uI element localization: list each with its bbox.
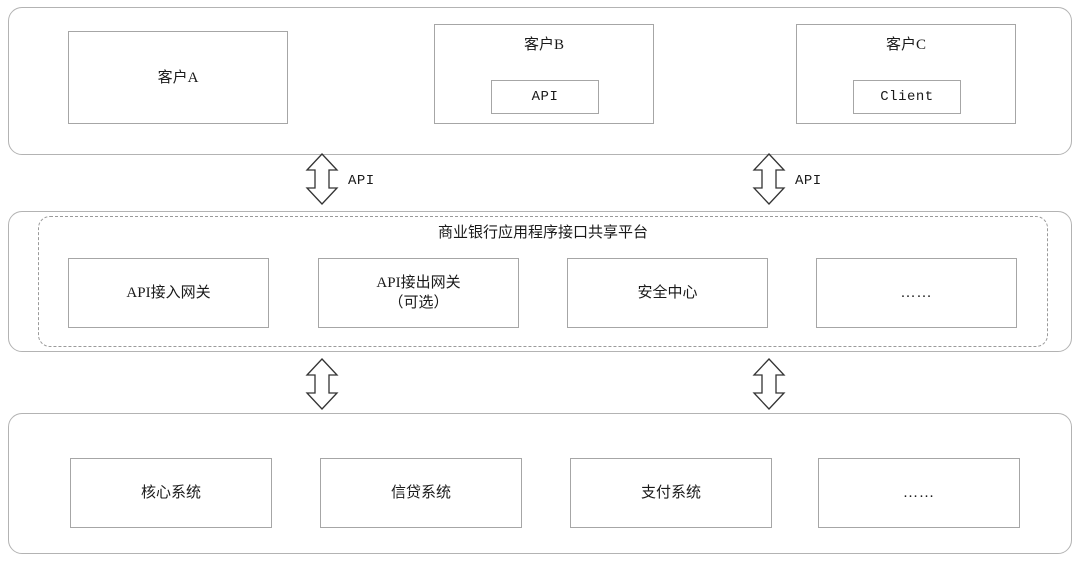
platform-title: 商业银行应用程序接口共享平台 <box>437 225 648 241</box>
system-node-label: 核心系统 <box>140 485 201 501</box>
platform-node-label: 安全中心 <box>637 285 698 301</box>
system-node-more[interactable]: …… <box>818 458 1020 528</box>
platform-node-label: API接入网关 <box>126 285 211 301</box>
platform-node-api-egress-gateway[interactable]: API接出网关 （可选） <box>318 258 519 328</box>
platform-node-api-ingress-gateway[interactable]: API接入网关 <box>68 258 269 328</box>
client-c-client-label: Client <box>880 89 934 105</box>
client-b-box[interactable]: 客户B API <box>434 24 654 124</box>
platform-node-more[interactable]: …… <box>816 258 1017 328</box>
platform-node-security-center[interactable]: 安全中心 <box>567 258 768 328</box>
client-a-box[interactable]: 客户A <box>68 31 288 124</box>
client-b-api-box[interactable]: API <box>491 80 599 114</box>
double-arrow-vertical-icon <box>305 153 339 205</box>
client-b-api-label: API <box>531 89 559 105</box>
system-node-label: 信贷系统 <box>390 485 451 501</box>
client-c-label: 客户C <box>885 37 926 53</box>
platform-dashed-boundary <box>38 216 1048 347</box>
client-b-label: 客户B <box>523 37 564 53</box>
platform-node-sublabel: （可选） <box>388 295 449 311</box>
connector-label-api-left: API <box>348 173 375 189</box>
double-arrow-vertical-icon <box>752 153 786 205</box>
client-c-box[interactable]: 客户C Client <box>796 24 1016 124</box>
double-arrow-vertical-icon <box>752 358 786 410</box>
client-c-client-box[interactable]: Client <box>853 80 961 114</box>
platform-node-label: API接出网关 <box>376 275 461 291</box>
client-a-label: 客户A <box>157 69 199 86</box>
platform-node-label: …… <box>900 285 933 301</box>
double-arrow-vertical-icon <box>305 358 339 410</box>
system-node-core[interactable]: 核心系统 <box>70 458 272 528</box>
system-node-label: …… <box>903 485 935 501</box>
system-node-payment[interactable]: 支付系统 <box>570 458 772 528</box>
system-node-credit[interactable]: 信贷系统 <box>320 458 522 528</box>
system-node-label: 支付系统 <box>640 485 701 501</box>
connector-label-api-right: API <box>795 173 822 189</box>
